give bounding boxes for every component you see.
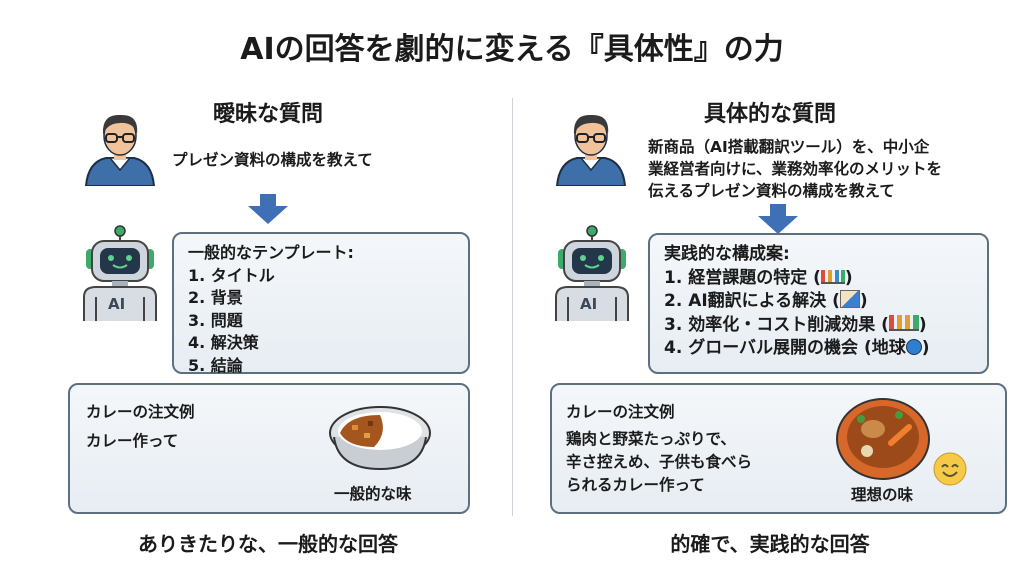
answer-item: 5. 結論 [188,355,243,375]
answer-item: 3. 問題 [188,310,243,330]
page-title: AIの回答を劇的に変える『具体性』の力 [240,32,784,67]
example-text: カレー作って [86,432,179,450]
practical-answer-conclusion: 的確で、実践的な回答 [670,532,870,556]
smiley-icon [933,452,967,486]
answer-item: 2. AI翻訳による解決 () [664,290,868,311]
specific-question-heading: 具体的な質問 [703,102,836,127]
example-text: 鶏肉と野菜たっぷりで、 辛さ控えめ、子供も食べら られるカレー作って [566,428,752,497]
arrow-down-icon [758,204,798,234]
answer-item: 3. 効率化・コスト削減効果 () [664,314,927,335]
center-divider [512,98,513,516]
robot-icon: AI [554,225,630,321]
example-title: カレーの注文例 [86,403,195,421]
user-avatar-icon [555,110,627,186]
answer-item: 1. 経営課題の特定 () [664,267,853,288]
robot-icon: AI [82,225,158,321]
specific-question-text: 新商品（AI搭載翻訳ツール）を、中小企 業経営者向けに、業務効率化のメリットを … [648,136,942,202]
user-avatar-icon [84,110,156,186]
example-line: 鶏肉と野菜たっぷりで、 [566,430,736,448]
generic-template-answer: 一般的なテンプレート: 1. タイトル 2. 背景 3. 問題 4. 解決策 5… [172,232,470,375]
answer-item: 4. 解決策 [188,333,259,352]
globe-icon [905,339,922,355]
answer-title: 実践的な構成案: [664,244,790,264]
robot-ai-label: AI [580,295,598,313]
answer-item: 4. グローバル展開の機会 (地球) [664,338,930,358]
robot-ai-label: AI [108,295,126,313]
curry-example-generic: カレーの注文例 カレー作って 一般的な味 [68,383,470,514]
vague-question-heading: 曖昧な質問 [212,102,323,127]
question-line: 新商品（AI搭載翻訳ツール）を、中小企 [648,138,930,156]
bar-chart-icon [820,269,845,284]
question-line: 業経営者向けに、業務効率化のメリットを [648,160,943,178]
practical-structure-answer: 実践的な構成案: 1. 経営課題の特定 () 2. AI翻訳による解決 () 3… [648,233,989,374]
curry-example-specific: カレーの注文例 鶏肉と野菜たっぷりで、 辛さ控えめ、子供も食べら られるカレー作… [550,383,1007,514]
question-line: 伝えるプレゼン資料の構成を教えて [648,182,895,200]
example-line: 辛さ控えめ、子供も食べら [566,453,753,471]
dish-label: 理想の味 [851,486,914,504]
translate-icon [839,290,860,308]
example-line: られるカレー作って [566,476,705,494]
answer-item: 1. タイトル [188,265,275,285]
example-title: カレーの注文例 [566,403,675,421]
generic-answer-conclusion: ありきたりな、一般的な回答 [138,532,398,556]
arrow-down-icon [248,194,288,224]
dish-label: 一般的な味 [334,485,412,503]
vague-question-text: プレゼン資料の構成を教えて [172,151,373,169]
answer-item: 2. 背景 [188,288,243,307]
chicken-curry-icon [836,398,930,480]
curry-bowl-icon [329,406,431,471]
growth-chart-icon [888,314,919,331]
answer-title: 一般的なテンプレート: [188,243,354,262]
